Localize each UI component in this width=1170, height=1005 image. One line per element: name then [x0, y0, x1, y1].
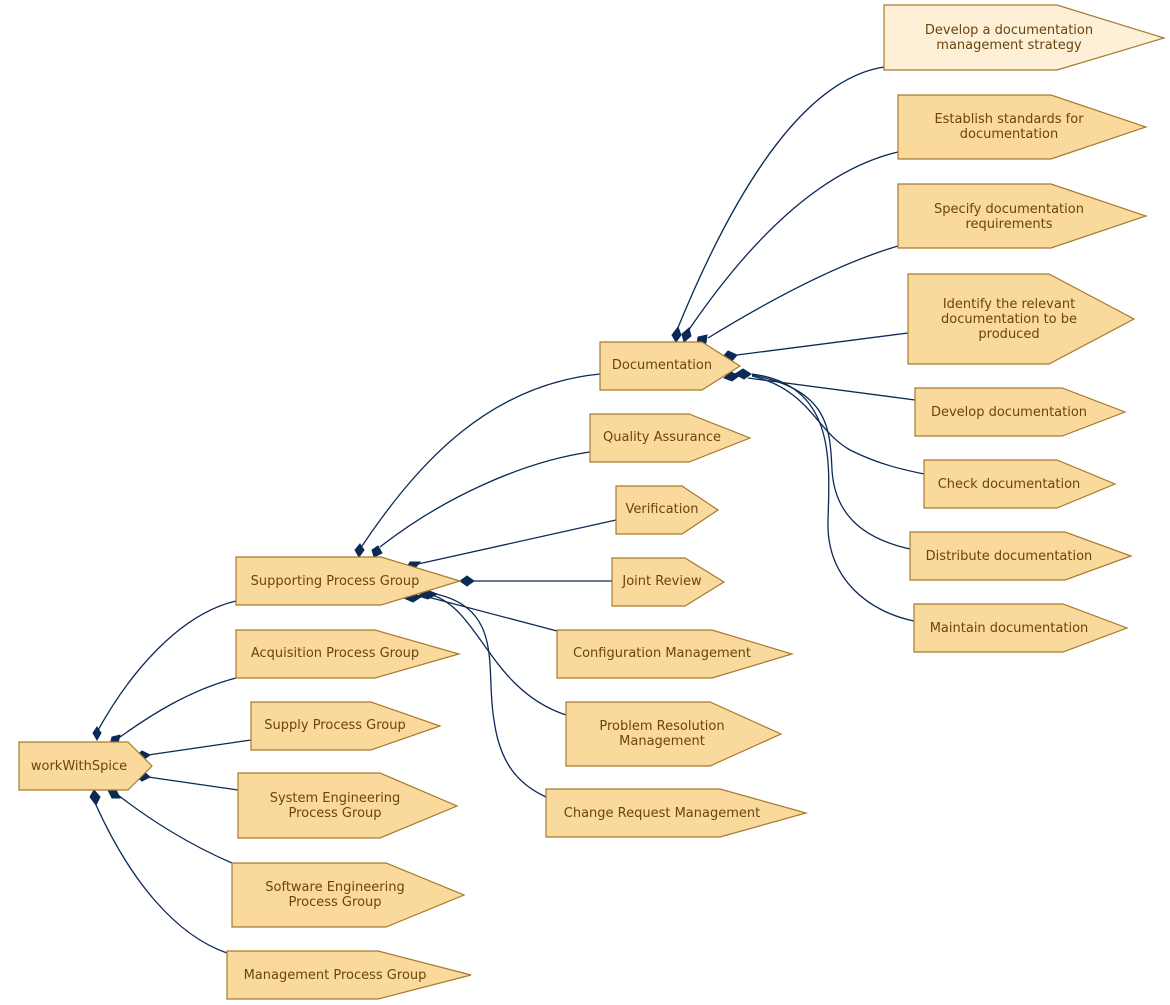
node-supporting-process-group[interactable]: Supporting Process Group — [235, 556, 463, 606]
edge-workwithspice-sweng — [117, 794, 233, 864]
node-shape — [589, 413, 752, 463]
edge-workwithspice-management — [95, 804, 228, 954]
edge-supporting-documentation — [361, 373, 601, 547]
node-workwithspice[interactable]: workWithSpice — [18, 741, 153, 791]
node-label: Distribute documentation — [926, 549, 1093, 564]
composition-diamond — [89, 789, 101, 806]
edge-documentation-identify — [736, 332, 909, 356]
node-joint-review[interactable]: Joint Review — [611, 557, 726, 607]
node-shape — [250, 701, 442, 751]
node-maintain-documentation[interactable]: Maintain documentation — [913, 603, 1129, 653]
node-shape — [897, 94, 1148, 160]
node-shape — [226, 950, 472, 1000]
node-shape — [599, 341, 742, 391]
node-check-documentation[interactable]: Check documentation — [923, 459, 1117, 509]
node-change-request-management[interactable]: Change Request Management — [545, 788, 809, 838]
node-label: Supply Process Group — [264, 718, 405, 733]
edge-supporting-qa — [379, 451, 591, 548]
node-label: Configuration Management — [573, 646, 751, 661]
edge-documentation-docstrategy — [676, 66, 885, 331]
node-verification[interactable]: Verification — [615, 485, 720, 535]
node-shape — [18, 741, 153, 791]
edge-documentation-developdoc — [747, 377, 916, 401]
node-label: Documentation — [612, 358, 712, 373]
composition-diamond — [107, 789, 121, 799]
node-shape — [923, 459, 1117, 509]
edges — [89, 66, 925, 954]
node-acquisition-process-group[interactable]: Acquisition Process Group — [235, 629, 462, 679]
node-label: Verification — [625, 502, 698, 517]
node-shape — [545, 788, 809, 838]
composition-diamond — [734, 368, 752, 380]
node-shape — [883, 4, 1167, 71]
edge-documentation-standards — [687, 151, 899, 332]
node-shape — [897, 183, 1148, 249]
edge-supporting-verification — [417, 519, 617, 565]
node-configuration-management[interactable]: Configuration Management — [556, 629, 795, 679]
node-shape — [913, 603, 1129, 653]
node-shape — [907, 273, 1136, 365]
edge-workwithspice-supply — [147, 739, 252, 756]
node-label: Management Process Group — [244, 968, 427, 983]
node-shape — [556, 629, 795, 679]
node-label: Joint Review — [621, 574, 702, 589]
node-shape — [237, 772, 459, 839]
node-label: Acquisition Process Group — [251, 646, 419, 661]
node-shape — [914, 387, 1127, 437]
edge-workwithspice-syseng — [147, 776, 239, 791]
composition-diamond — [459, 575, 475, 587]
edge-documentation-checkdoc — [751, 375, 925, 475]
node-shape — [235, 629, 462, 679]
node-label: Maintain documentation — [930, 621, 1089, 636]
composition-diamond — [92, 726, 102, 742]
node-shape — [565, 701, 783, 767]
node-develop-documentation[interactable]: Develop documentation — [914, 387, 1127, 437]
node-label: Change Request Management — [564, 806, 760, 821]
composition-diamond — [354, 543, 365, 558]
node-shape — [231, 862, 466, 928]
node-distribute-documentation[interactable]: Distribute documentation — [909, 531, 1133, 581]
composition-diamond — [723, 371, 740, 382]
node-shape — [611, 557, 726, 607]
edge-workwithspice-acquisition — [115, 677, 237, 741]
composition-diamond — [371, 545, 383, 558]
node-quality-assurance[interactable]: Quality Assurance — [589, 413, 752, 463]
nodes: workWithSpice Supporting Process Group A… — [18, 4, 1167, 1000]
edge-workwithspice-supporting — [96, 600, 237, 733]
node-label: Develop documentation — [931, 405, 1087, 420]
node-management-process-group[interactable]: Management Process Group — [226, 950, 472, 1000]
edge-documentation-distributedoc — [751, 374, 911, 550]
edge-documentation-maintaindoc — [751, 373, 915, 622]
node-supply-process-group[interactable]: Supply Process Group — [250, 701, 442, 751]
composition-diamond — [681, 327, 692, 343]
node-label: Quality Assurance — [603, 430, 721, 445]
edge-documentation-specify — [707, 245, 899, 339]
edge-supporting-changereq — [435, 593, 547, 798]
node-documentation[interactable]: Documentation — [599, 341, 742, 391]
node-shape — [235, 556, 463, 606]
node-label: workWithSpice — [31, 759, 127, 774]
node-label: Supporting Process Group — [251, 574, 420, 589]
composition-diamond — [671, 325, 682, 343]
node-shape — [909, 531, 1133, 581]
node-label: Check documentation — [938, 477, 1081, 492]
node-shape — [615, 485, 720, 535]
